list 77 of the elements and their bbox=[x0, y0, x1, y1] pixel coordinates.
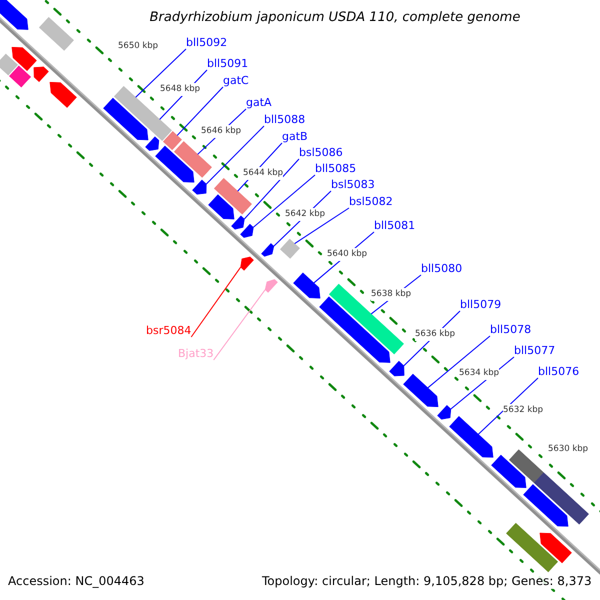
scale-label: 5634 kbp bbox=[459, 367, 500, 380]
gene-label: bll5077 bbox=[514, 344, 556, 357]
gene-pointed-block bbox=[293, 272, 320, 298]
scale-label: 5642 kbp bbox=[285, 208, 326, 221]
gene-pointed-block bbox=[389, 360, 404, 376]
gene-label: bll5079 bbox=[460, 298, 502, 311]
gene-pointed-block bbox=[449, 416, 494, 458]
gene-pointed-block bbox=[240, 224, 254, 238]
footer-text: Topology: circular; Length: 9,105,828 bp; Genes: 8,373 bbox=[262, 574, 592, 589]
title: Bradyrhizobium japonicum USDA 110, complete genome bbox=[148, 10, 522, 26]
gene-bar bbox=[214, 178, 252, 215]
gene-bar bbox=[114, 86, 148, 119]
gene-label: bll5092 bbox=[186, 36, 228, 49]
gene-label: bll5085 bbox=[315, 162, 356, 175]
gene-label: gatC bbox=[223, 74, 249, 87]
leader-line bbox=[176, 86, 224, 136]
leader-line bbox=[252, 174, 316, 228]
gene-pointed-block bbox=[319, 296, 390, 363]
gene-label: bll5078 bbox=[490, 323, 532, 336]
gene-bar bbox=[280, 238, 300, 259]
gene-bar bbox=[0, 54, 18, 76]
gene-label: bsr5084 bbox=[146, 324, 192, 337]
scale-label: 5630 kbp bbox=[548, 443, 588, 456]
gene-bar bbox=[9, 66, 32, 88]
gene-bar bbox=[162, 131, 182, 150]
gene-pointed-block bbox=[491, 454, 526, 488]
gene-bar bbox=[174, 141, 212, 178]
leader-line bbox=[478, 378, 538, 435]
gene-pointed-block bbox=[192, 180, 207, 195]
leader-line bbox=[213, 289, 266, 360]
gene-bar bbox=[138, 108, 172, 141]
gene-pointed-block bbox=[155, 146, 194, 183]
gene-label: bll5088 bbox=[264, 113, 306, 126]
gene-bar bbox=[506, 522, 558, 572]
scale-label: 5640 kbp bbox=[327, 248, 368, 261]
gene-label: bll5091 bbox=[207, 57, 248, 70]
scale-label: 5648 kbp bbox=[160, 83, 200, 96]
gene-label: bll5076 bbox=[538, 365, 580, 378]
gene-pointed-block bbox=[403, 374, 438, 408]
gene-pointed-block bbox=[264, 279, 278, 293]
leader-line bbox=[294, 208, 350, 244]
gene-pointed-block bbox=[50, 82, 77, 108]
gene-bar bbox=[534, 472, 589, 525]
scale-label: 5644 kbp bbox=[243, 167, 284, 180]
leader-line bbox=[190, 266, 242, 338]
footer-text: Accession: NC_004463 bbox=[8, 574, 144, 589]
leader-line bbox=[135, 48, 186, 98]
gene-label: bll5080 bbox=[421, 262, 462, 275]
gene-label: bsl5086 bbox=[299, 146, 343, 159]
leader-line bbox=[206, 126, 264, 185]
gene-bar bbox=[508, 449, 544, 484]
gene-pointed-block bbox=[34, 66, 49, 82]
gene-pointed-block bbox=[437, 405, 452, 420]
gene-pointed-block bbox=[208, 194, 234, 220]
gene-pointed-block bbox=[261, 243, 274, 257]
scale-label: 5638 kbp bbox=[371, 288, 412, 301]
gene-pointed-block bbox=[231, 216, 245, 230]
gene-label: Bjat33 bbox=[178, 347, 214, 360]
scale-label: 5650 kbp bbox=[118, 40, 158, 53]
gene-label: bsl5083 bbox=[331, 178, 375, 191]
gene-bar bbox=[38, 16, 74, 51]
gene-pointed-block bbox=[12, 46, 37, 72]
gene-label: gatB bbox=[282, 130, 308, 143]
leader-line bbox=[427, 336, 490, 388]
scale-label: 5632 kbp bbox=[503, 404, 544, 417]
scale-label: 5636 kbp bbox=[415, 328, 456, 341]
scale-label: 5646 kbp bbox=[201, 125, 242, 138]
gene-label: bsl5082 bbox=[349, 195, 393, 208]
gene-label: gatA bbox=[246, 96, 272, 109]
gene-label: bll5081 bbox=[374, 219, 416, 232]
gene-pointed-block bbox=[240, 256, 254, 271]
gene-pointed-block bbox=[540, 532, 572, 564]
gene-pointed-block bbox=[523, 484, 568, 527]
gene-pointed-block bbox=[0, 0, 28, 30]
gene-pointed-block bbox=[145, 136, 160, 151]
leader-line bbox=[244, 158, 300, 220]
gene-pointed-block bbox=[103, 98, 148, 140]
